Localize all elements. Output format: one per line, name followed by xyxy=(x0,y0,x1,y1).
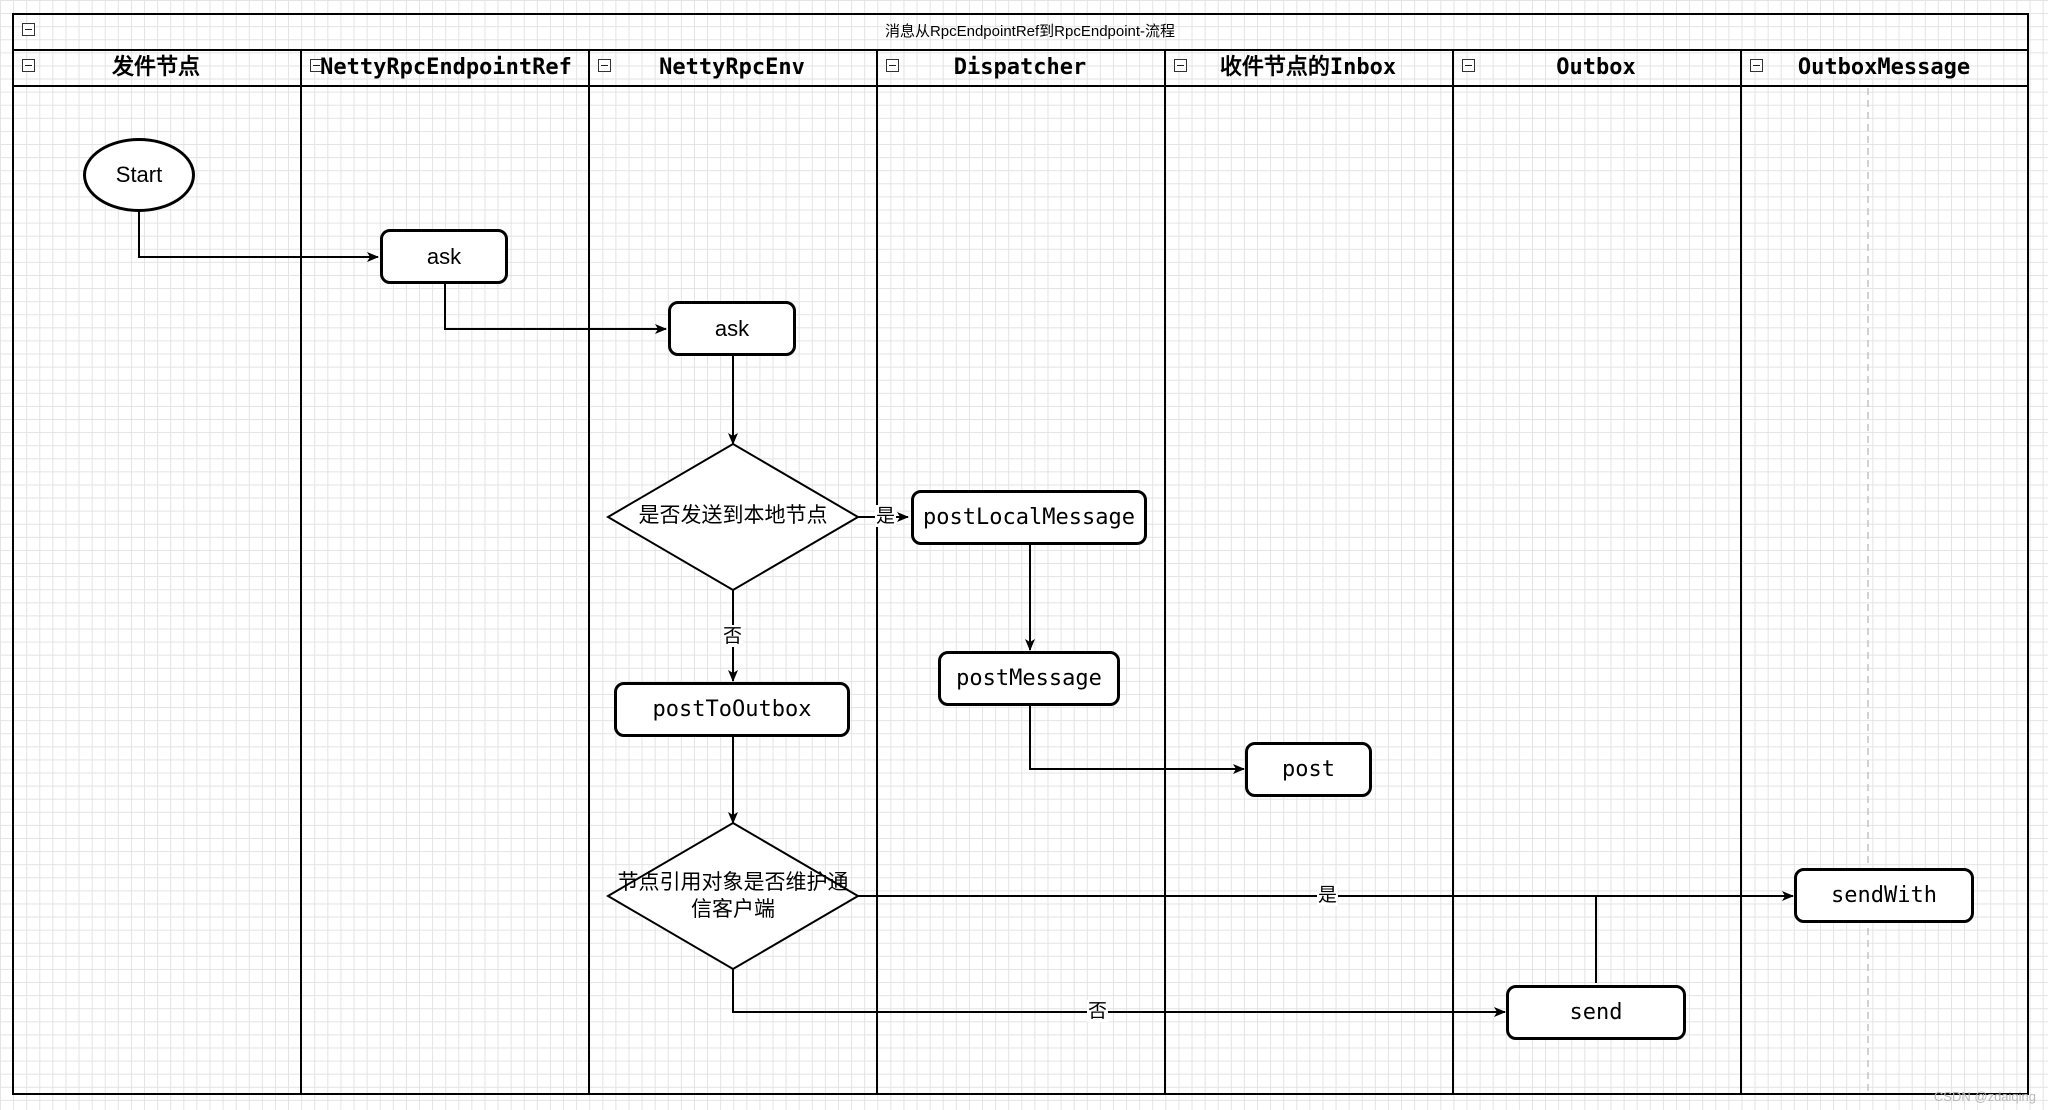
lane-collapse-icon[interactable] xyxy=(886,59,899,72)
lane-collapse-icon[interactable] xyxy=(598,59,611,72)
lane-header-receiver-inbox: 收件节点的Inbox xyxy=(1219,55,1397,80)
lane-collapse-icon[interactable] xyxy=(310,59,323,72)
pool-collapse-icon[interactable] xyxy=(22,23,35,36)
edge-label-client-yes: 是 xyxy=(1317,884,1339,906)
post-node[interactable]: post xyxy=(1245,742,1372,797)
post-message-node[interactable]: postMessage xyxy=(938,651,1120,706)
decision-shapes xyxy=(606,442,860,971)
edge-label-local-yes: 是 xyxy=(875,505,897,527)
post-local-message-node[interactable]: postLocalMessage xyxy=(911,490,1147,545)
lane-collapse-icon[interactable] xyxy=(1174,59,1187,72)
edge-label-local-no: 否 xyxy=(722,625,744,647)
lane-header-netty-rpc-env: NettyRpcEnv xyxy=(659,55,805,80)
pool-title: 消息从RpcEndpointRef到RpcEndpoint-流程 xyxy=(884,23,1176,40)
lane-collapse-icon[interactable] xyxy=(22,59,35,72)
lane-header-outbox: Outbox xyxy=(1556,55,1636,80)
pool-frame xyxy=(12,13,2029,1095)
send-node[interactable]: send xyxy=(1506,985,1686,1040)
lane-header-netty-rpc-endpoint-ref: NettyRpcEndpointRef xyxy=(320,55,572,80)
lane-header-outbox-message: OutboxMessage xyxy=(1797,55,1971,80)
edge-start-to-ask xyxy=(138,211,379,262)
edge-ask-to-ask xyxy=(444,283,667,334)
ask-ref-node[interactable]: ask xyxy=(380,229,508,284)
send-with-node[interactable]: sendWith xyxy=(1794,868,1974,923)
edge-decision-client-no xyxy=(732,969,1506,1017)
decision-local-shape xyxy=(606,442,860,592)
lane-collapse-icon[interactable] xyxy=(1750,59,1763,72)
start-node[interactable]: Start xyxy=(83,138,195,212)
decision-client-label: 节点引用对象是否维护通信客户端 xyxy=(617,870,849,921)
lane-header-sender: 发件节点 xyxy=(111,55,200,80)
edge-label-client-no: 否 xyxy=(1087,1000,1109,1022)
watermark: CSDN @zdaiqing xyxy=(1933,1089,2036,1104)
decision-client-shape xyxy=(606,821,860,971)
decision-local-label: 是否发送到本地节点 xyxy=(638,503,828,527)
edge-postmessage-to-post xyxy=(1029,706,1245,774)
ask-env-node[interactable]: ask xyxy=(668,301,796,356)
edges xyxy=(138,211,1794,1017)
lane-header-dispatcher: Dispatcher xyxy=(953,55,1087,80)
lane-collapse-icon[interactable] xyxy=(1462,59,1475,72)
post-to-outbox-node[interactable]: postToOutbox xyxy=(614,682,850,737)
